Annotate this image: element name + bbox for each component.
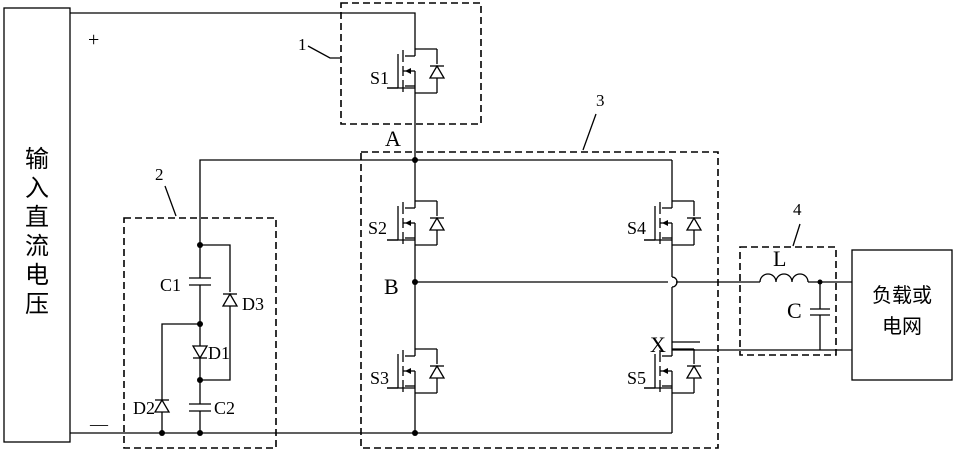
- diode-d1-label: D1: [208, 343, 230, 363]
- minus-sign: —: [89, 414, 109, 434]
- switch-s2-label: S2: [368, 218, 387, 238]
- load-label-2: 电网: [882, 314, 922, 338]
- switch-s4-label: S4: [627, 218, 646, 238]
- dc-source-label-6: 压: [25, 290, 49, 318]
- dc-source-label-1: 输: [25, 145, 49, 173]
- cap-c2-label: C2: [214, 398, 235, 418]
- switch-s3-label: S3: [370, 368, 389, 388]
- diode-d3-label: D3: [242, 294, 264, 314]
- filter-cap-c-label: C: [787, 298, 802, 323]
- load-label-1: 负载或: [872, 283, 932, 307]
- node-x-label: X: [650, 332, 666, 357]
- dc-source-label-3: 直: [25, 203, 49, 231]
- cap-c1-label: C1: [160, 275, 181, 295]
- diode-d2-label: D2: [133, 398, 155, 418]
- dc-source-label-5: 电: [25, 261, 49, 289]
- module-4-number: 4: [793, 200, 802, 219]
- node-b-label: B: [384, 274, 399, 299]
- switch-s5-label: S5: [627, 368, 646, 388]
- plus-sign: +: [88, 29, 99, 51]
- inductor-l-label: L: [773, 246, 786, 271]
- module-1-number: 1: [298, 35, 307, 54]
- dc-source-label-4: 流: [25, 232, 49, 260]
- switch-s1-label: S1: [370, 68, 389, 88]
- module-1-box: [341, 3, 481, 124]
- dc-source-label-2: 入: [25, 174, 49, 202]
- node-a-label: A: [385, 126, 401, 151]
- module-3-number: 3: [596, 91, 605, 110]
- module-2-number: 2: [155, 165, 164, 184]
